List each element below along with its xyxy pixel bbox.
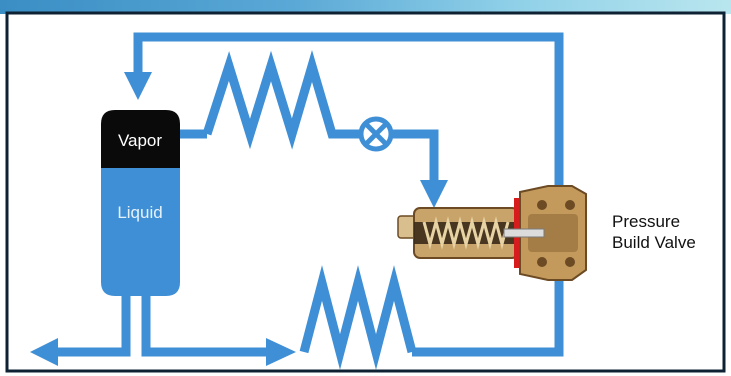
arrowhead-icon: [420, 180, 448, 208]
arrowhead-icon: [30, 338, 58, 366]
vapor-label: Vapor: [118, 131, 162, 150]
lower-coil: [299, 265, 417, 370]
storage-tank: Vapor Liquid: [101, 110, 180, 296]
liquid-label: Liquid: [117, 203, 162, 222]
pipe-to-valve-symbol: [393, 129, 439, 180]
valve-outlet-pipe: [412, 265, 564, 357]
header-band: [0, 0, 731, 14]
tank-liquid-section: [101, 168, 180, 296]
tank-outlet-left: [52, 292, 131, 357]
arrowhead-icon: [124, 72, 152, 100]
arrowhead-icon: [266, 338, 296, 366]
circle-x-valve-icon: [358, 116, 394, 152]
return-pipe-top: [133, 32, 564, 185]
process-diagram: Vapor Liquid Pressure Build Valve: [5, 11, 726, 373]
valve-label-line1: Pressure: [612, 212, 680, 231]
pressure-build-valve: [397, 185, 587, 281]
tank-outlet-right: [141, 292, 270, 357]
tank-vapor-section: [101, 110, 180, 168]
upper-coil: [202, 50, 360, 150]
valve-label-line2: Build Valve: [612, 233, 696, 252]
